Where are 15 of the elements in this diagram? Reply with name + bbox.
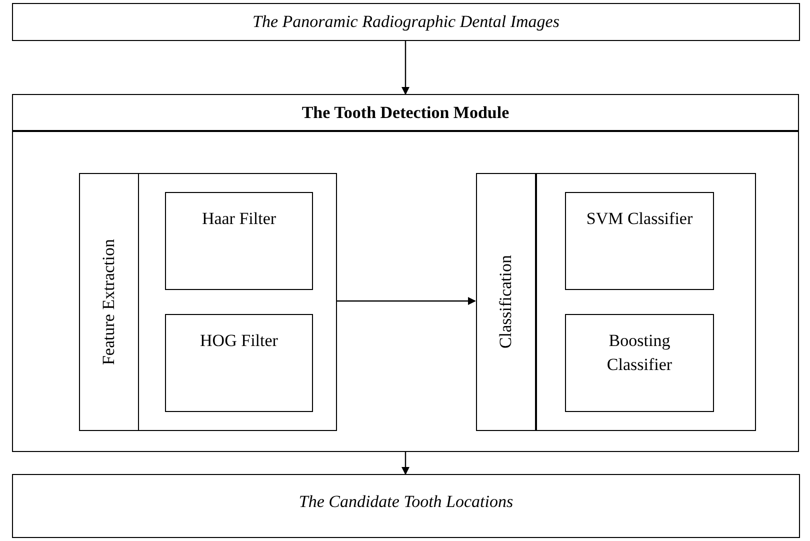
group-label: Feature Extraction — [98, 238, 120, 366]
process-box: SVM Classifier — [565, 192, 714, 290]
module-box — [12, 94, 799, 452]
module-title: The Tooth Detection Module — [302, 102, 510, 124]
arrow — [402, 452, 410, 475]
group-box — [476, 173, 756, 431]
arrow — [336, 297, 476, 305]
process-box: Haar Filter — [165, 192, 313, 290]
arrow — [402, 41, 410, 95]
text-box: The Panoramic Radiographic Dental Images — [12, 3, 800, 41]
text-box: The Candidate Tooth Locations — [12, 474, 800, 538]
process-box: HOG Filter — [165, 314, 313, 412]
group-box — [79, 173, 337, 431]
group-label: Classification — [495, 255, 516, 349]
process-box: Boosting Classifier — [565, 314, 714, 412]
